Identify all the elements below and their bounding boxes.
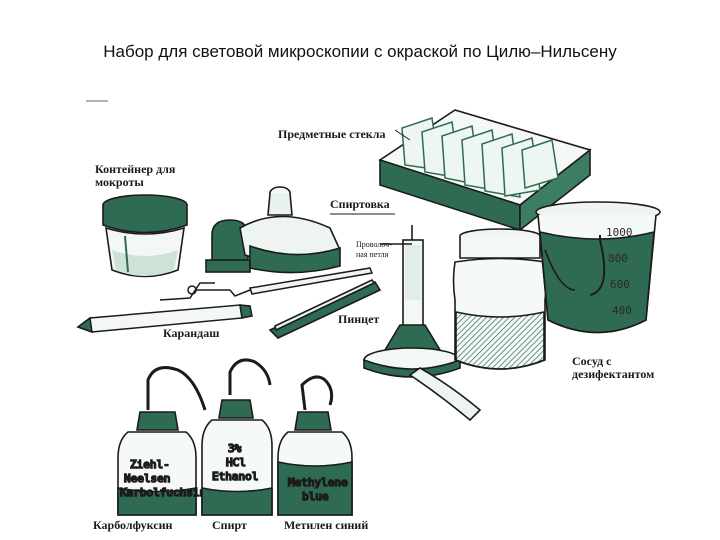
wire-loop [159, 267, 374, 301]
label-carbolfuchsin: Карболфуксин [93, 518, 173, 532]
bottle2-line3: Ethanol [212, 470, 258, 483]
wash-bottle-carbol: Ziehl- Neelsen Karbolfuchsin [117, 366, 207, 516]
bottle2-line2: HCl [226, 456, 246, 469]
label-vessel-line1: Сосуд с [572, 354, 612, 368]
reagent-jar [452, 228, 548, 370]
beaker-mark-1000: 1000 [606, 226, 633, 239]
spirit-lamp [205, 186, 342, 274]
bottle1-line1: Ziehl- [130, 458, 170, 471]
bottle3-line1: Methylene [288, 476, 348, 489]
label-loop-line1: Проволоч- [356, 240, 392, 249]
beaker-mark-800: 800 [608, 252, 628, 265]
label-loop-line2: ная петля [356, 250, 389, 259]
sputum-container [102, 194, 188, 278]
slide-rack [378, 109, 592, 232]
slide-title: Набор для световой микроскопии с окраско… [103, 42, 617, 61]
bottle1-line3: Karbolfuchsin [120, 486, 206, 499]
bottle1-line2: Neelsen [124, 472, 170, 485]
forceps [268, 278, 382, 339]
wash-bottle-spirit: 3% HCl Ethanol [201, 358, 273, 516]
wash-bottle-methylene: Methylene blue [277, 375, 353, 516]
label-pencil: Карандаш [163, 326, 220, 340]
bottle2-line1: 3% [228, 442, 242, 455]
label-methylene-blue: Метилен синий [284, 518, 369, 532]
bottle3-line2: blue [302, 490, 329, 503]
pencil [76, 304, 253, 334]
label-container-line1: Контейнер для [95, 162, 176, 176]
label-slides: Предметные стекла [278, 127, 386, 141]
label-forceps: Пинцет [338, 312, 380, 326]
beaker-mark-600: 600 [610, 278, 630, 291]
label-spirit: Спирт [212, 518, 247, 532]
disinfectant-beaker: 1000 800 600 400 [535, 201, 661, 334]
beaker-mark-400: 400 [612, 304, 632, 317]
label-container-line2: мокроты [95, 175, 144, 189]
bunsen-burner [363, 225, 482, 422]
label-burner: Спиртовка [330, 197, 390, 211]
label-vessel-line2: дезифектантом [572, 367, 655, 381]
